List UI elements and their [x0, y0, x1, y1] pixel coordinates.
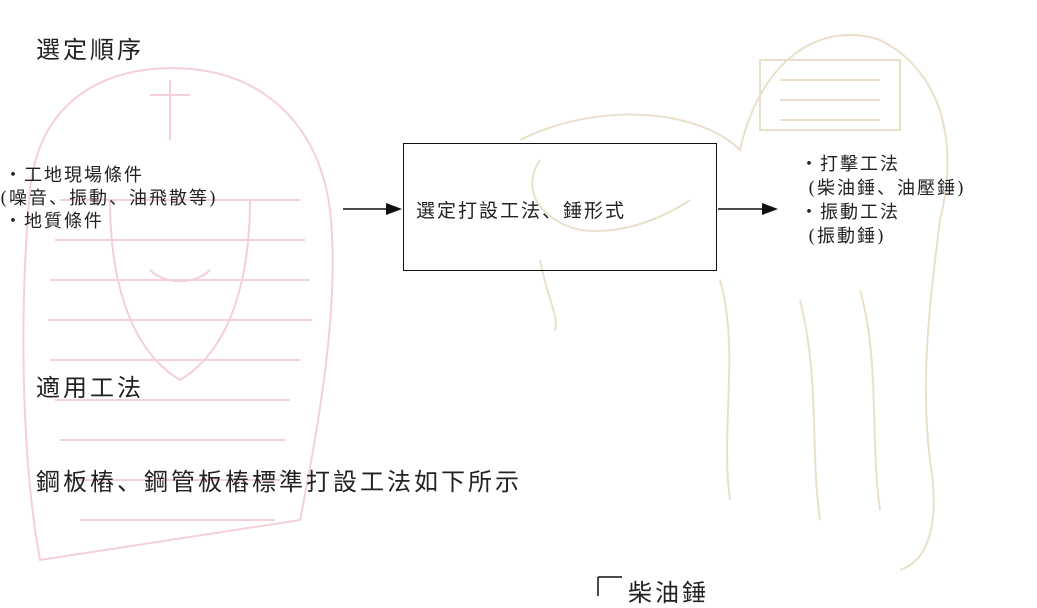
arrow-left	[343, 203, 402, 215]
result-impact: ・打擊工法	[800, 154, 900, 175]
pharaoh-mask-watermark	[22, 67, 334, 562]
result-vibration: ・振動工法	[800, 202, 900, 223]
condition-site-detail: (噪音、振動、油飛散等)	[0, 188, 219, 209]
body-text: 鋼板樁、鋼管板樁標準打設工法如下所示	[36, 468, 522, 496]
diesel-hammer-label: 柴油錘	[628, 579, 709, 607]
condition-geology: ・地質條件	[4, 211, 104, 232]
process-box-label: 選定打設工法、錘形式	[416, 200, 627, 222]
heading-applicable-methods: 適用工法	[36, 374, 144, 402]
bracket-connector	[597, 576, 622, 596]
heading-selection-order: 選定順序	[36, 36, 144, 64]
condition-site: ・工地現場條件	[4, 165, 144, 186]
process-box	[403, 143, 717, 271]
camel-watermark	[519, 34, 949, 571]
arrow-right	[718, 203, 778, 215]
result-vibration-detail: (振動錘)	[808, 226, 887, 247]
result-impact-detail: (柴油錘、油壓錘)	[808, 178, 967, 199]
